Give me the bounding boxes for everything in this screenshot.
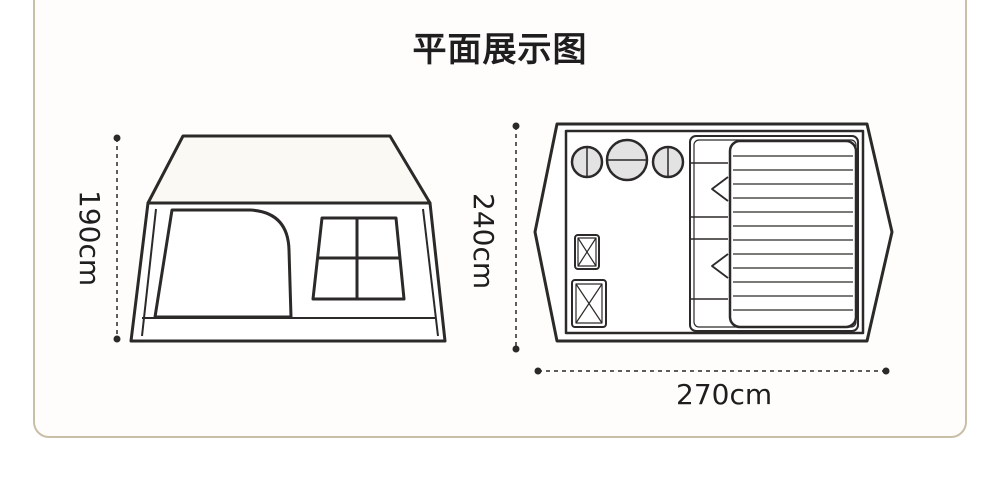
tent-door (153, 208, 293, 319)
box-small (574, 234, 600, 270)
box-large (571, 279, 607, 328)
tent-inner-frame (141, 208, 157, 337)
arrow-icon-lower (711, 253, 729, 279)
height-label: 190cm (73, 190, 106, 287)
tent-inner-frame-right (422, 208, 439, 337)
disc-icons (570, 138, 685, 182)
front-elevation (129, 134, 447, 343)
dimension-line-190 (113, 134, 121, 343)
dimension-line-270 (534, 367, 890, 375)
box-icons (571, 234, 607, 328)
mattress (728, 139, 858, 329)
top-plan (533, 122, 894, 343)
tent-roof (146, 134, 432, 205)
tent-inner-floor (564, 129, 865, 335)
width-label: 270cm (676, 378, 773, 411)
dimension-line-240 (512, 122, 520, 353)
tent-window (311, 216, 406, 301)
depth-label: 240cm (467, 193, 500, 290)
mattress-stripes (733, 155, 853, 311)
tent-body (129, 201, 447, 343)
inner-room (689, 135, 859, 332)
arrow-icon-upper (711, 176, 729, 202)
page-title: 平面展示图 (412, 30, 588, 70)
